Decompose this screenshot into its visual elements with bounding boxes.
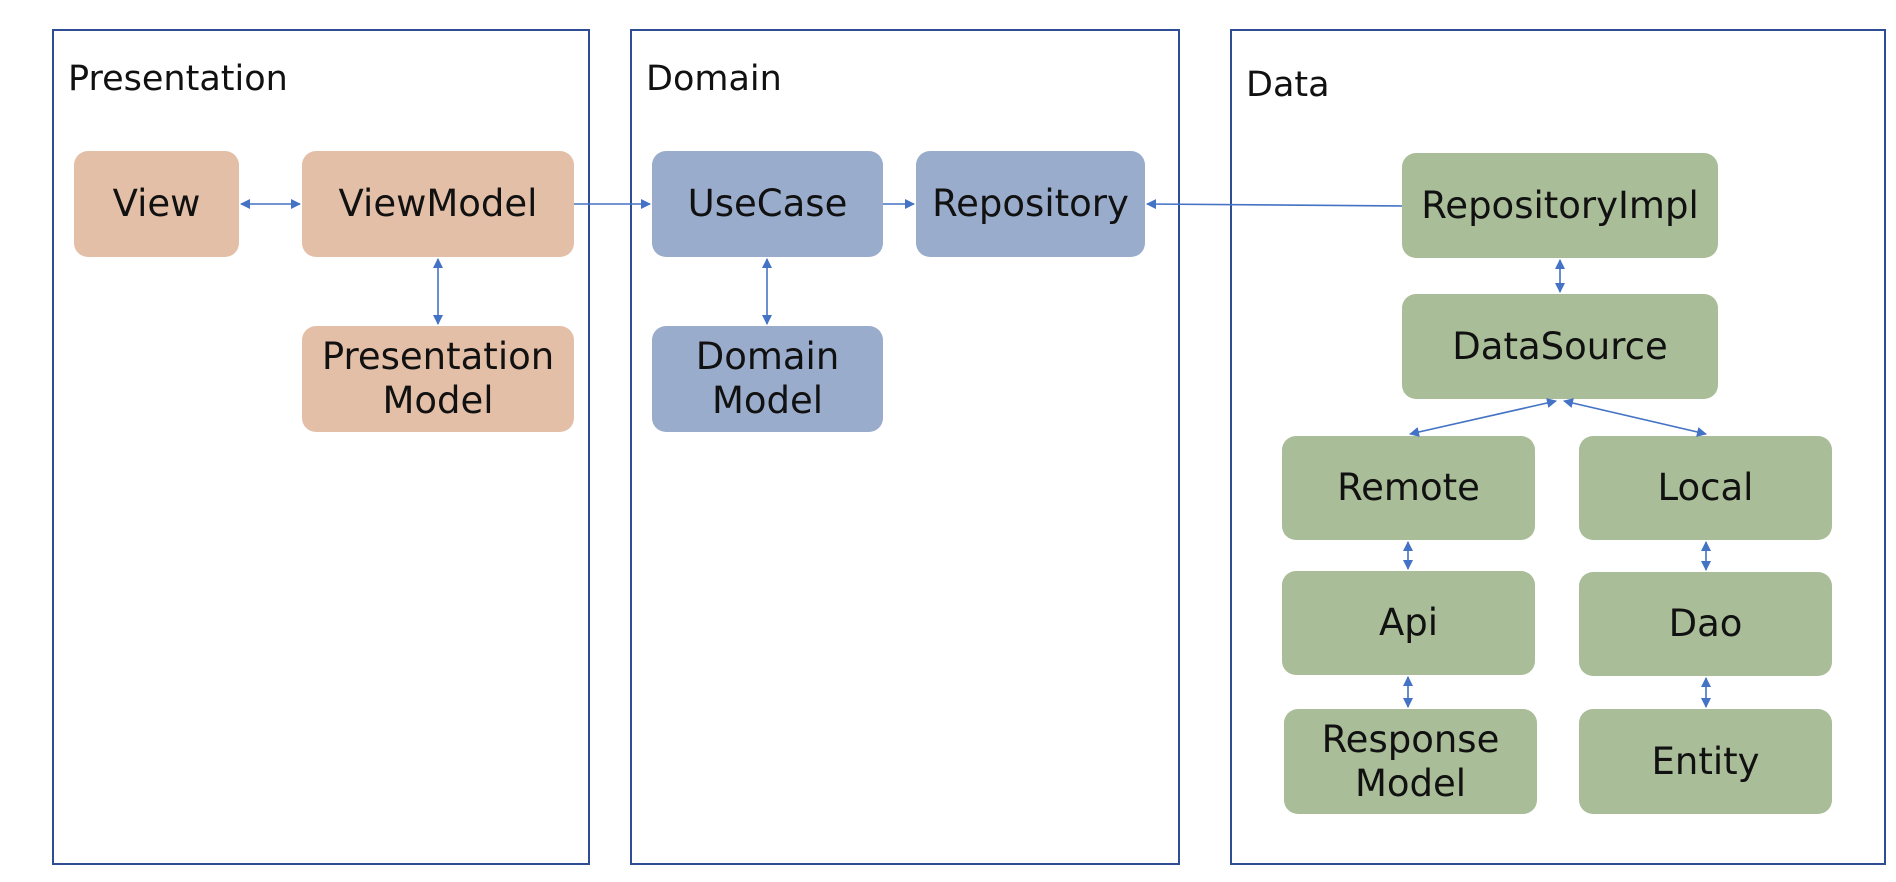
viewmodel-node: ViewModel xyxy=(302,151,574,257)
dao-node: Dao xyxy=(1579,572,1832,676)
api-node: Api xyxy=(1282,571,1535,675)
local-node: Local xyxy=(1579,436,1832,540)
usecase-node: UseCase xyxy=(652,151,883,257)
domain-model-node: Domain Model xyxy=(652,326,883,432)
domain-layer-title: Domain xyxy=(646,59,782,99)
data-layer-title: Data xyxy=(1246,65,1330,105)
view-node: View xyxy=(74,151,239,257)
response-model-node: Response Model xyxy=(1284,709,1537,814)
presentation-model-node: Presentation Model xyxy=(302,326,574,432)
remote-node: Remote xyxy=(1282,436,1535,540)
repository-node: Repository xyxy=(916,151,1145,257)
repository-impl-node: RepositoryImpl xyxy=(1402,153,1718,258)
datasource-node: DataSource xyxy=(1402,294,1718,399)
presentation-layer-title: Presentation xyxy=(68,59,288,99)
entity-node: Entity xyxy=(1579,709,1832,814)
